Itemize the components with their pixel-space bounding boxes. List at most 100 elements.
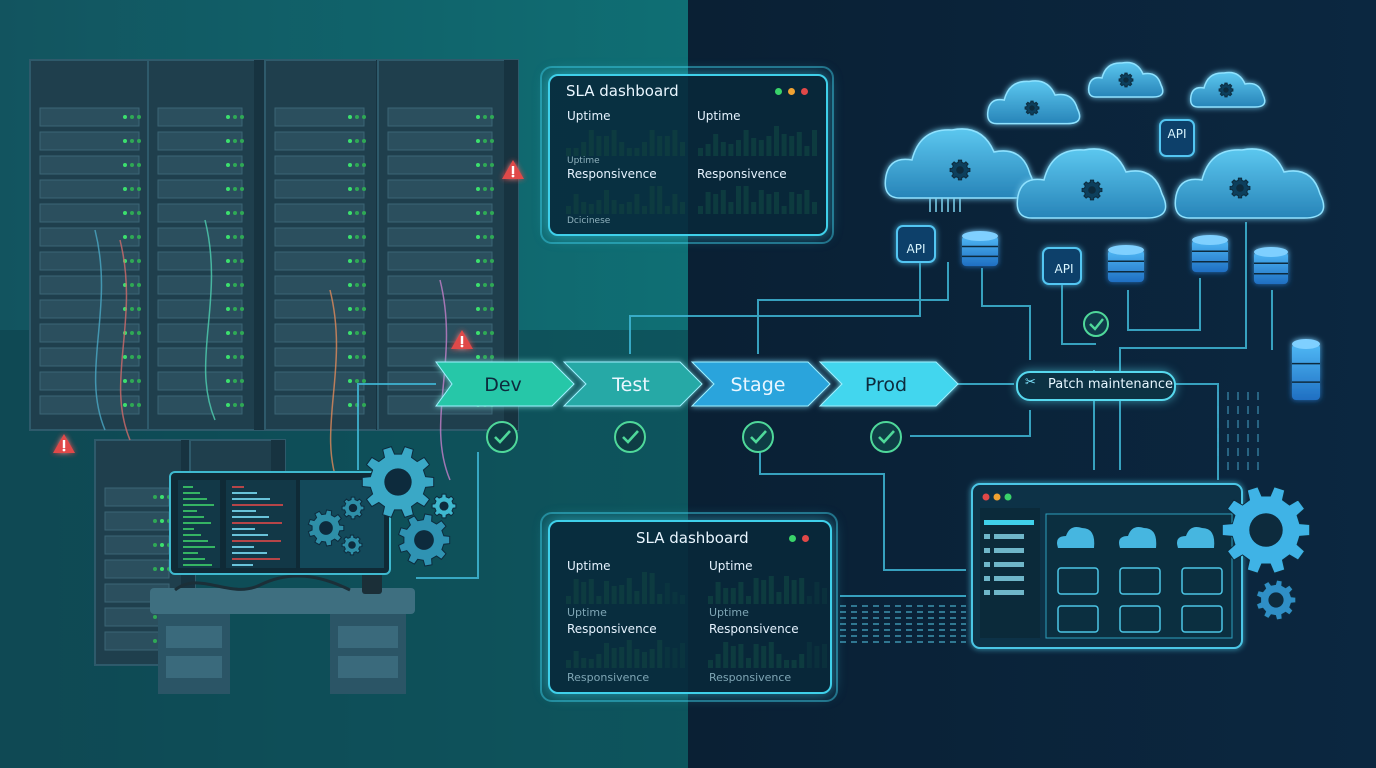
- status-led: [476, 259, 480, 263]
- status-led: [130, 355, 134, 359]
- status-led: [476, 115, 480, 119]
- status-led: [130, 283, 134, 287]
- status-led: [476, 331, 480, 335]
- status-led: [233, 187, 237, 191]
- connector-line: [981, 268, 1031, 360]
- code-line: [183, 492, 200, 494]
- status-led: [240, 307, 244, 311]
- pipeline-chevron: [562, 361, 703, 407]
- stage-stage: Stage: [730, 374, 786, 396]
- status-led: [362, 355, 366, 359]
- status-led: [233, 259, 237, 263]
- status-led: [123, 163, 127, 167]
- code-line: [232, 522, 282, 524]
- code-line: [232, 558, 280, 560]
- status-led: [240, 115, 244, 119]
- status-led: [348, 403, 352, 407]
- status-led: [130, 403, 134, 407]
- status-led: [233, 139, 237, 143]
- status-led: [355, 259, 359, 263]
- status-led: [226, 115, 230, 119]
- status-led: [362, 211, 366, 215]
- status-led: [240, 283, 244, 287]
- window-dot-green: [789, 535, 796, 542]
- status-led: [348, 331, 352, 335]
- database-icon: [1108, 245, 1144, 282]
- gear-icon: [1229, 177, 1251, 199]
- dashboard-top-right-responsiveness: Responsivence: [697, 167, 787, 181]
- status-led: [123, 355, 127, 359]
- status-led: [348, 211, 352, 215]
- status-led: [476, 283, 480, 287]
- gear-icon: [1118, 72, 1134, 88]
- dashboard-bottom-right-responsiveness: Responsivence: [709, 622, 799, 636]
- check-icon: [1083, 311, 1109, 337]
- code-line: [183, 558, 205, 560]
- connector-line: [759, 452, 966, 571]
- cable: [94, 229, 106, 431]
- status-led: [160, 519, 164, 523]
- status-led: [348, 283, 352, 287]
- flow-box: [1057, 567, 1099, 595]
- status-led: [130, 379, 134, 383]
- status-led: [123, 211, 127, 215]
- api-label-3: API: [1167, 127, 1187, 141]
- gear-icon: [341, 496, 365, 520]
- pipeline-chevron: [690, 361, 831, 407]
- status-led: [137, 259, 141, 263]
- status-led: [240, 259, 244, 263]
- status-led: [490, 115, 494, 119]
- status-led: [355, 307, 359, 311]
- menu-item: [994, 548, 1024, 553]
- dashboard-bottom-right-resp-caption: Responsivence: [709, 671, 792, 684]
- status-led: [362, 379, 366, 383]
- dashboard-top-frame: [540, 66, 834, 244]
- menu-bullet: [984, 562, 990, 567]
- status-led: [483, 139, 487, 143]
- code-line: [183, 534, 201, 536]
- api-label-2: API: [1054, 262, 1074, 276]
- status-led: [490, 211, 494, 215]
- pipeline-chevron: [435, 361, 575, 407]
- api-chip: [896, 225, 936, 263]
- status-led: [483, 211, 487, 215]
- status-led: [362, 235, 366, 239]
- menu-bullet: [984, 548, 990, 553]
- status-led: [483, 163, 487, 167]
- status-led: [123, 403, 127, 407]
- status-led: [490, 283, 494, 287]
- status-led: [226, 355, 230, 359]
- status-led: [226, 403, 230, 407]
- status-led: [362, 259, 366, 263]
- status-led: [490, 259, 494, 263]
- status-led: [233, 115, 237, 119]
- cloud-icon: [1119, 527, 1157, 548]
- code-line: [232, 534, 268, 536]
- pipeline-chevron: [818, 361, 959, 407]
- flow-box: [1181, 567, 1223, 595]
- connector-line: [1172, 383, 1219, 480]
- status-led: [483, 187, 487, 191]
- check-mark: [622, 430, 639, 444]
- workstation-desk: [150, 570, 415, 694]
- dashboard-bottom-title: SLA dashboard: [636, 529, 749, 547]
- status-led: [137, 355, 141, 359]
- status-led: [226, 379, 230, 383]
- gear-icon: [431, 493, 457, 519]
- gear-icon: [397, 513, 451, 567]
- status-led: [348, 379, 352, 383]
- dashboard-top-left-responsiveness: Responsivence: [567, 167, 657, 181]
- check-icon: [486, 421, 518, 453]
- dashboard-top-left-resp-caption: Dcicinese: [567, 216, 611, 226]
- status-led: [137, 379, 141, 383]
- code-line: [232, 510, 256, 512]
- database-icon: [1292, 339, 1320, 400]
- status-led: [160, 567, 164, 571]
- status-led: [123, 379, 127, 383]
- status-led: [362, 163, 366, 167]
- database-icon: [962, 231, 998, 266]
- status-led: [476, 307, 480, 311]
- status-led: [153, 543, 157, 547]
- connector-line: [1119, 222, 1247, 470]
- code-line: [183, 504, 214, 506]
